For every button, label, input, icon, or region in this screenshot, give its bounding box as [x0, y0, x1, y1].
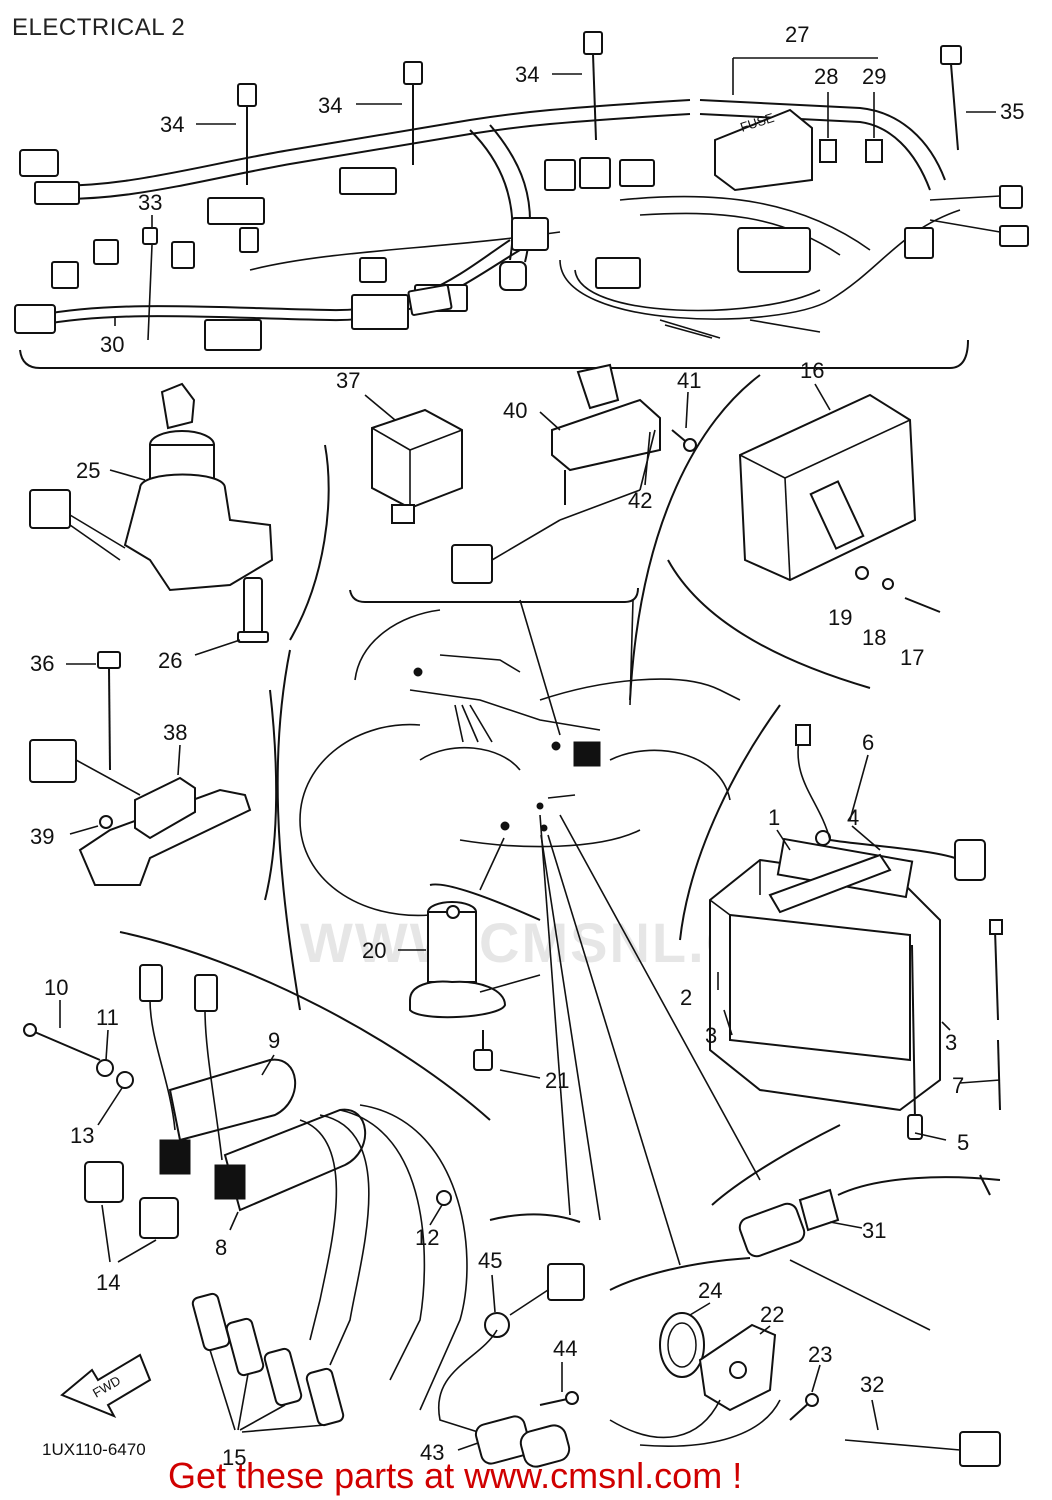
callout-16: 16	[800, 358, 824, 383]
callout-1: 1	[768, 805, 780, 830]
callout-3b: 3	[945, 1030, 957, 1055]
callout-34a: 34	[160, 112, 184, 137]
starter-relay-group	[398, 901, 541, 1079]
callout-29: 29	[862, 64, 886, 89]
callout-36: 36	[30, 651, 54, 676]
callout-22: 22	[760, 1302, 784, 1327]
callout-45: 45	[478, 1248, 502, 1273]
sidestand-switch-group	[451, 363, 697, 584]
sidestand-relay-group	[29, 651, 252, 886]
diagram-title: ELECTRICAL 2	[12, 14, 186, 41]
callout-35: 35	[1000, 99, 1024, 124]
callout-21: 21	[545, 1068, 569, 1093]
band-clamps-group	[114, 31, 996, 326]
callout-6: 6	[862, 730, 874, 755]
cdi-unit-group	[738, 383, 941, 613]
neutral-switch-group	[738, 1174, 1001, 1331]
callout-15: 15	[222, 1445, 246, 1470]
callout-42: 42	[628, 488, 652, 513]
ignition-coil-group	[23, 964, 468, 1433]
callout-labels: 1 2 3 3 4 5 6 7 8 9 10 11 12 13 14 15 16…	[30, 22, 1024, 1470]
callout-25: 25	[76, 458, 100, 483]
callout-24: 24	[698, 1278, 722, 1303]
callout-26: 26	[158, 648, 182, 673]
callout-17: 17	[900, 645, 924, 670]
main-switch-group	[29, 382, 274, 656]
callout-14: 14	[96, 1270, 120, 1295]
oil-switch-group	[437, 1263, 585, 1468]
callout-37: 37	[336, 368, 360, 393]
callout-12: 12	[415, 1225, 439, 1250]
callout-34b: 34	[318, 93, 342, 118]
callout-27: 27	[785, 22, 809, 47]
callout-7: 7	[952, 1073, 964, 1098]
callout-33: 33	[138, 190, 162, 215]
fuse-box-group: FUSE	[714, 57, 883, 192]
callout-34c: 34	[515, 62, 539, 87]
callout-18: 18	[862, 625, 886, 650]
callout-4: 4	[847, 805, 859, 830]
callout-43: 43	[420, 1440, 444, 1465]
callout-9: 9	[268, 1028, 280, 1053]
callout-30: 30	[100, 332, 124, 357]
callout-23: 23	[808, 1342, 832, 1367]
callout-20: 20	[362, 938, 386, 963]
callout-31: 31	[862, 1218, 886, 1243]
callout-13: 13	[70, 1123, 94, 1148]
group-brackets	[119, 374, 871, 1291]
motorcycle-outline	[299, 599, 761, 1266]
callout-11: 11	[96, 1005, 119, 1030]
callout-41: 41	[677, 368, 701, 393]
forward-arrow: FWD	[60, 1353, 152, 1418]
battery-group	[709, 724, 1003, 1141]
relay-group	[364, 394, 463, 524]
callout-2: 2	[680, 985, 692, 1010]
callout-19: 19	[828, 605, 852, 630]
callout-32: 32	[860, 1372, 884, 1397]
callout-28: 28	[814, 64, 838, 89]
wire-harness-group	[14, 99, 1029, 369]
callout-39: 39	[30, 824, 54, 849]
callout-44: 44	[553, 1336, 577, 1361]
callout-40: 40	[503, 398, 527, 423]
callout-3a: 3	[705, 1023, 717, 1048]
pickup-group	[609, 1302, 1001, 1467]
callout-38: 38	[163, 720, 187, 745]
cta-link-text[interactable]: Get these parts at www.cmsnl.com !	[168, 1455, 743, 1496]
callout-5: 5	[957, 1130, 969, 1155]
callout-10: 10	[44, 975, 68, 1000]
part-number: 1UX110-6470	[42, 1440, 146, 1459]
callout-8: 8	[215, 1235, 227, 1260]
